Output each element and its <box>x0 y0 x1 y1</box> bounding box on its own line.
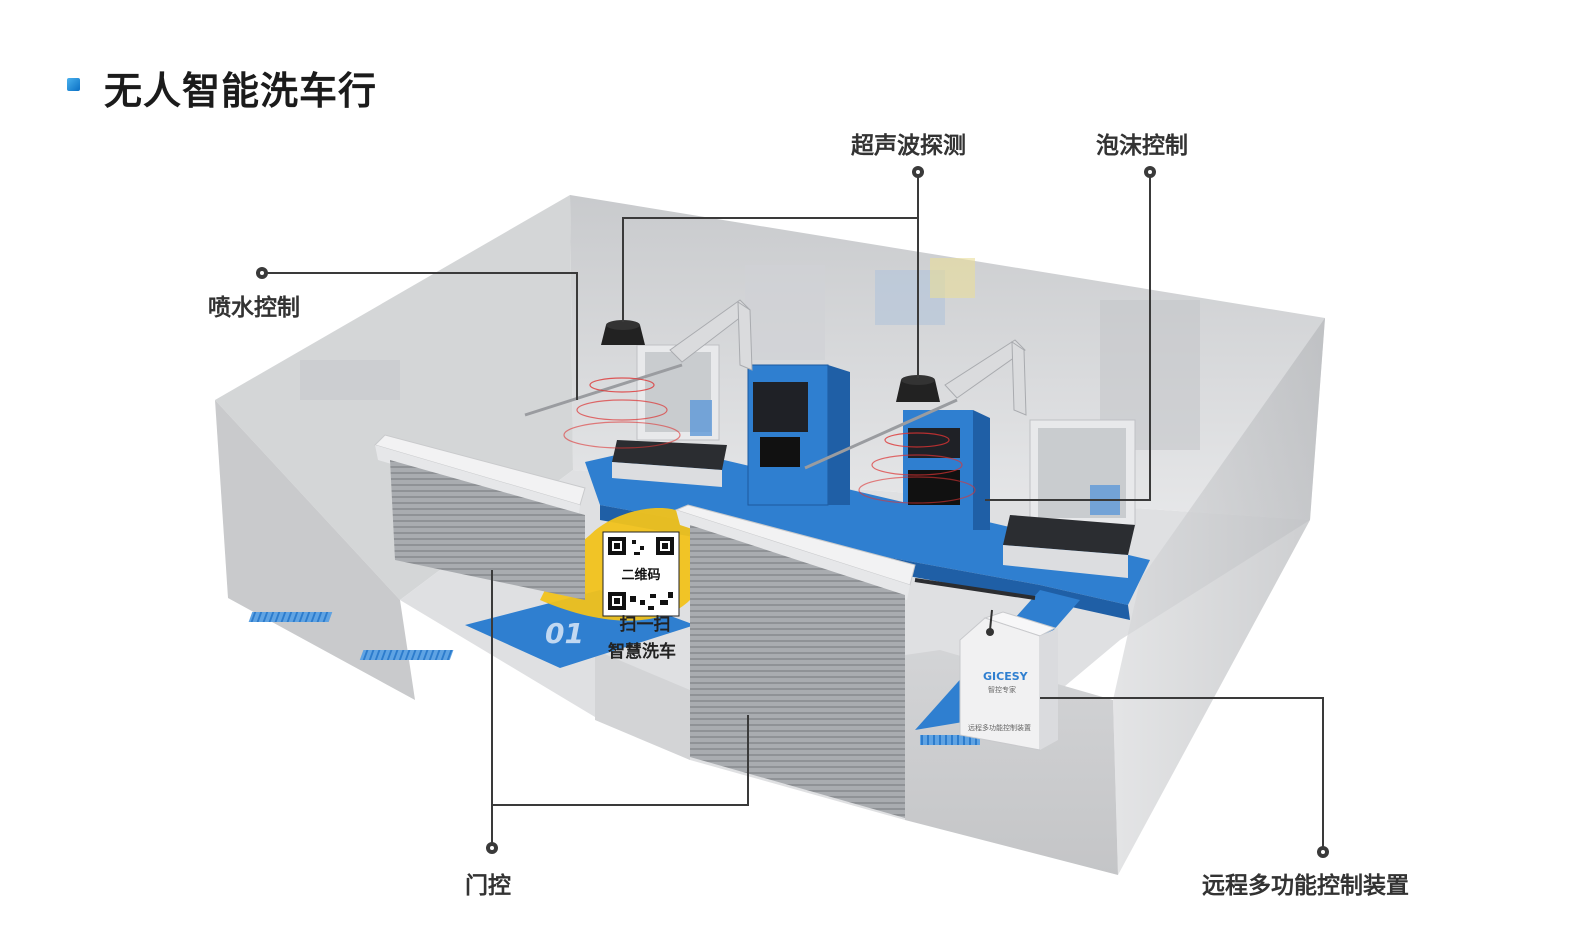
callout-lines <box>262 175 1324 852</box>
floor-grate-right <box>920 735 980 745</box>
remote-control-cabinet: GICESY 智控专家 远程多功能控制装置 <box>959 609 1058 751</box>
room-front-wall-left <box>215 400 415 700</box>
bg-cabinet <box>745 265 825 360</box>
room-front-low-wall <box>595 650 690 760</box>
scan-text-line1: 扫一扫 <box>620 614 671 635</box>
spray-arm-left <box>524 299 753 417</box>
callout-line-ultrasonic <box>622 175 919 322</box>
wash-kiosk-right <box>903 410 990 530</box>
roller-shutter-right <box>674 504 916 818</box>
bg-shelf-left <box>300 360 400 400</box>
label-remote-device: 远程多功能控制装置 <box>1202 873 1409 899</box>
label-water-spray: 喷水控制 <box>208 295 300 321</box>
room-right-wall <box>1113 318 1325 875</box>
bg-yellow-box <box>930 258 975 298</box>
label-ultrasonic: 超声波探测 <box>851 133 966 159</box>
qr-code-board: 二维码 <box>602 531 680 617</box>
gate-barrier <box>914 578 1036 600</box>
floor-grate-left-2 <box>359 650 454 660</box>
cabinet-brand: GICESY <box>983 670 1029 683</box>
callout-line-foam <box>985 175 1151 501</box>
cabinet-caption: 远程多功能控制装置 <box>968 723 1031 732</box>
bay-number: 01 <box>545 617 584 650</box>
ultrasonic-sensor-left <box>563 320 681 449</box>
spray-arm-right <box>804 339 1027 470</box>
ultrasonic-sensor-right <box>858 375 976 504</box>
label-door-control: 门控 <box>465 873 511 899</box>
floor-grate-left-1 <box>248 612 333 622</box>
cabinet-subtitle: 智控专家 <box>988 685 1016 694</box>
label-foam: 泡沫控制 <box>1096 133 1188 159</box>
scan-text-line2: 智慧洗车 <box>608 641 676 662</box>
title-bullet-icon <box>67 78 80 91</box>
callout-dots <box>256 166 1329 858</box>
wash-kiosk-left <box>747 364 850 506</box>
callout-line-door-2 <box>492 715 749 806</box>
vacuum-station-right <box>1003 419 1136 578</box>
roller-shutter-left <box>374 434 586 600</box>
qr-caption: 二维码 <box>621 567 660 583</box>
callout-line-remote <box>1040 697 1324 852</box>
callout-line-water <box>262 272 578 400</box>
page-title: 无人智能洗车行 <box>104 69 378 113</box>
